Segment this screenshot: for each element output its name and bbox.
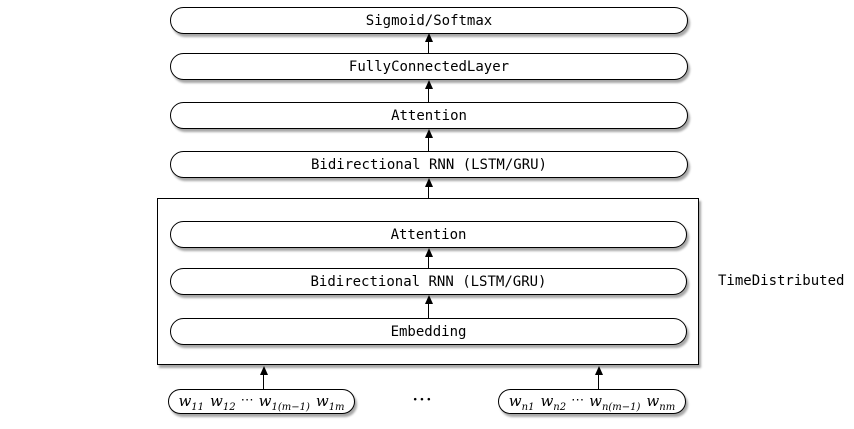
word-token: wn2: [540, 392, 567, 413]
layer-fully-connected: FullyConnectedLayer: [170, 53, 688, 80]
ellipsis-inline: ⋯: [240, 393, 254, 408]
ellipsis-inline: ⋯: [571, 393, 585, 408]
arrow-embedding-to-innerbirnn-icon: [424, 295, 433, 318]
arrow-fc-to-sigmoid-icon: [424, 33, 433, 53]
arrow-attention-to-fc-icon: [424, 80, 433, 102]
input-ellipsis: ···: [412, 392, 434, 408]
arrow-leftinput-to-td-icon: [259, 366, 268, 389]
layer-attention-inner: Attention: [170, 221, 687, 248]
word-token: w12: [210, 392, 236, 413]
arrow-rightinput-to-td-icon: [594, 366, 603, 389]
word-token: wnm: [646, 392, 676, 413]
layer-embedding: Embedding: [170, 318, 687, 345]
word-token: wn1: [508, 392, 535, 413]
word-token: w11: [178, 392, 205, 413]
word-token: w1(m−1): [258, 392, 310, 413]
arrow-birnn-to-attention-icon: [424, 129, 433, 151]
word-token: wn(m−1): [589, 392, 641, 413]
arrow-innerbirnn-to-innerattention-icon: [424, 248, 433, 268]
layer-bidirectional-rnn-inner: Bidirectional RNN (LSTM/GRU): [170, 268, 687, 295]
time-distributed-label: TimeDistributed: [718, 273, 845, 289]
word-token: w1m: [315, 392, 345, 413]
arrow-td-to-birnn-icon: [424, 178, 433, 199]
layer-bidirectional-rnn: Bidirectional RNN (LSTM/GRU): [170, 151, 688, 178]
layer-attention: Attention: [170, 102, 688, 129]
layer-sigmoid-softmax: Sigmoid/Softmax: [170, 7, 688, 34]
